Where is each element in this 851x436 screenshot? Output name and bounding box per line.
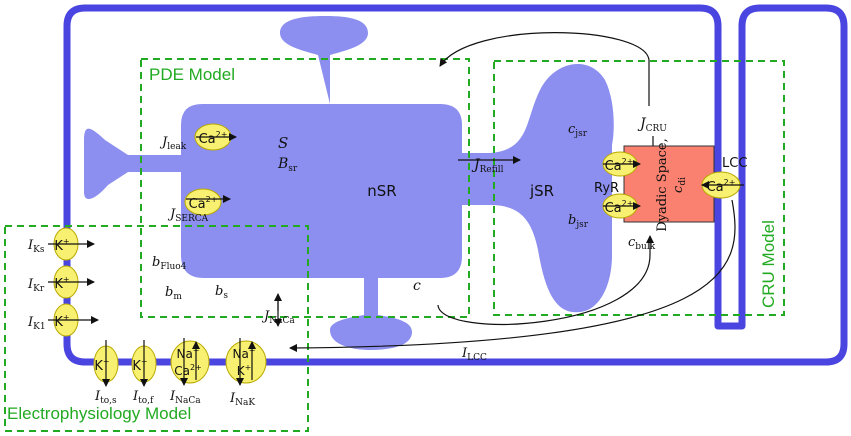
dyadic-space: Dyadic Space, cdi	[623, 138, 715, 232]
svg-text:K+: K+	[54, 237, 69, 254]
c-jsr-label: cjsr	[568, 122, 588, 139]
iks-label: IKs	[27, 238, 45, 255]
ito-s-channel: K+	[93, 340, 119, 387]
refill-loop-arrow	[439, 32, 650, 106]
jsr-label: jSR	[529, 182, 554, 200]
electrophysiology-model-label: Electrophysiology Model	[7, 404, 191, 423]
iks-channel: K+	[48, 227, 95, 261]
electrophysiology-model-box	[4, 225, 309, 432]
b-m-label: bm	[165, 285, 182, 302]
leak-channel: Ca2+	[194, 123, 237, 151]
svg-text:Ca2+: Ca2+	[605, 157, 634, 174]
ikr-label: IKr	[27, 277, 45, 294]
i-lcc-label: ILCC	[461, 346, 487, 363]
lcc-label: LCC	[722, 156, 747, 171]
naca-exchanger: Na+ Ca2+	[170, 338, 210, 386]
ito-f-channel: K+	[131, 340, 157, 387]
s-label: S	[278, 134, 288, 152]
svg-text:Na+: Na+	[232, 346, 255, 361]
jsr-compartment: jSR	[490, 63, 614, 313]
svg-text:K+: K+	[54, 275, 69, 292]
serca-pump: Ca2+	[184, 188, 231, 216]
ik1-label: IK1	[27, 315, 46, 332]
svg-text:Ca2+: Ca2+	[174, 363, 202, 378]
inak-label: INaK	[229, 391, 255, 408]
j-naca-label: JNaCa	[261, 309, 295, 326]
svg-text:Ca2+: Ca2+	[199, 130, 228, 147]
ryr-label: RyR	[594, 181, 619, 196]
dyadic-space-label: Dyadic Space,	[655, 138, 670, 232]
c-label: c	[413, 278, 421, 294]
pde-model-box	[140, 58, 470, 318]
cell-membrane	[63, 4, 848, 366]
ito-f-label: Ito,f	[132, 389, 154, 406]
cbulk-loop-arrow	[437, 235, 654, 325]
svg-text:K+: K+	[94, 357, 109, 374]
ryr-channel-upper: Ca2+	[602, 151, 641, 177]
j-serca-label: JSERCA	[167, 207, 209, 224]
b-fluo4-label: bFluo4	[152, 255, 187, 272]
ryr-channel-lower: Ca2+	[602, 193, 641, 219]
inaca-label: INaCa	[169, 389, 201, 406]
j-refill-label: JRefill	[471, 157, 504, 175]
ito-s-label: Ito,s	[94, 389, 117, 406]
svg-text:Ca2+: Ca2+	[605, 199, 634, 216]
pde-model-label: PDE Model	[149, 65, 235, 84]
ikr-channel: K+	[48, 265, 95, 299]
svg-text:K+: K+	[237, 363, 252, 378]
j-leak-label: Jleak	[159, 135, 187, 152]
svg-text:Ca2+: Ca2+	[707, 178, 736, 195]
cru-model-label: CRU Model	[759, 220, 778, 308]
j-cru-label: JCRU	[637, 116, 667, 134]
svg-text:K+: K+	[132, 357, 147, 374]
c-bulk-label: cbulk	[628, 235, 656, 252]
ik1-channel: K+	[48, 303, 99, 337]
svg-text:Na+: Na+	[176, 346, 199, 361]
svg-text:Ca2+: Ca2+	[189, 195, 218, 212]
nsr-compartment: nSR	[84, 16, 490, 350]
nak-pump: Na+ K+	[225, 338, 267, 386]
b-s-label: bs	[215, 284, 228, 301]
lcc-influx-arrow	[289, 199, 736, 352]
b-sr-label: Bsr	[277, 156, 298, 174]
svg-text:K+: K+	[54, 313, 69, 330]
lcc-channel: Ca2+	[701, 171, 744, 199]
b-jsr-label: bjsr	[568, 213, 589, 230]
dyadic-ca-symbol: cdi	[671, 177, 688, 193]
nsr-label: nSR	[367, 182, 396, 200]
